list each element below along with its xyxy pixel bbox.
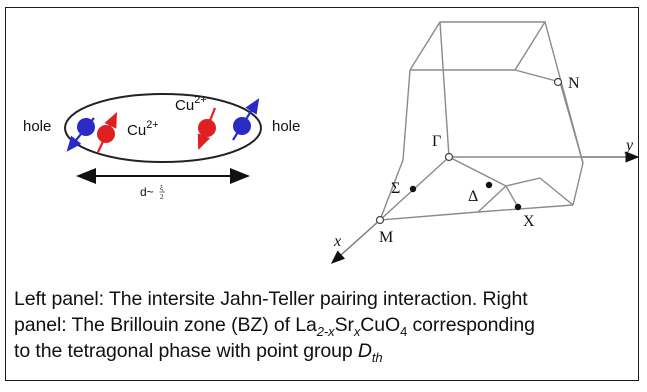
gamma-point [444, 152, 454, 162]
figure-frame [5, 7, 639, 381]
xi-numerator: ξ [160, 184, 163, 192]
point-group-sub: th [371, 349, 383, 365]
caption-sub-2: x [353, 323, 361, 339]
red-spin-right [197, 107, 217, 151]
delta-point [485, 181, 493, 189]
m-label: M [379, 229, 393, 246]
bz-top-face [409, 21, 547, 71]
pairing-ellipse [64, 93, 262, 163]
caption-sub-1: 2-x [316, 323, 335, 339]
n-point [553, 77, 563, 87]
caption-line-2b: Sr [334, 314, 354, 336]
sigma-point [409, 185, 417, 193]
y-axis-label: y [624, 137, 634, 154]
point-group: D [357, 340, 372, 362]
brillouin-zone [378, 21, 584, 221]
figure-caption: Left panel: The intersite Jahn-Teller pa… [14, 286, 626, 364]
x-point [514, 203, 522, 211]
x-axis [330, 219, 381, 264]
cu-charge-1: 2+ [146, 119, 159, 131]
hole-label-left: hole [23, 118, 51, 135]
blue-spin-right [232, 98, 260, 141]
m-point [375, 215, 385, 225]
x-point-label: X [523, 213, 535, 230]
n-label: N [568, 75, 580, 92]
caption-sub-3: 4 [400, 323, 408, 339]
caption-line-2c: CuO [360, 314, 401, 336]
cu-charge-2: 2+ [194, 94, 207, 106]
distance-label: d~ [140, 185, 154, 199]
delta-label: Δ [468, 188, 478, 205]
blue-spin-left [66, 117, 95, 152]
caption-line-2a: panel: The Brillouin zone (BZ) of La [14, 314, 317, 336]
caption-line-3: to the tetragonal phase with point group [14, 340, 358, 362]
gamma-label: Γ [432, 133, 441, 150]
red-spin-left [97, 112, 117, 153]
sigma-label: Σ [391, 180, 400, 197]
cu-label-2: Cu2+ [175, 94, 207, 114]
cu-label-1: Cu2+ [127, 119, 159, 139]
hole-label-right: hole [272, 118, 300, 135]
xi-denominator: 2 [160, 193, 164, 201]
x-axis-label: x [333, 233, 341, 250]
left-panel: hole hole Cu2+ Cu2+ d~ ξ 2 [23, 93, 300, 201]
caption-line-1: Left panel: The intersite Jahn-Teller pa… [14, 288, 528, 310]
caption-line-2d: corresponding [407, 314, 535, 336]
